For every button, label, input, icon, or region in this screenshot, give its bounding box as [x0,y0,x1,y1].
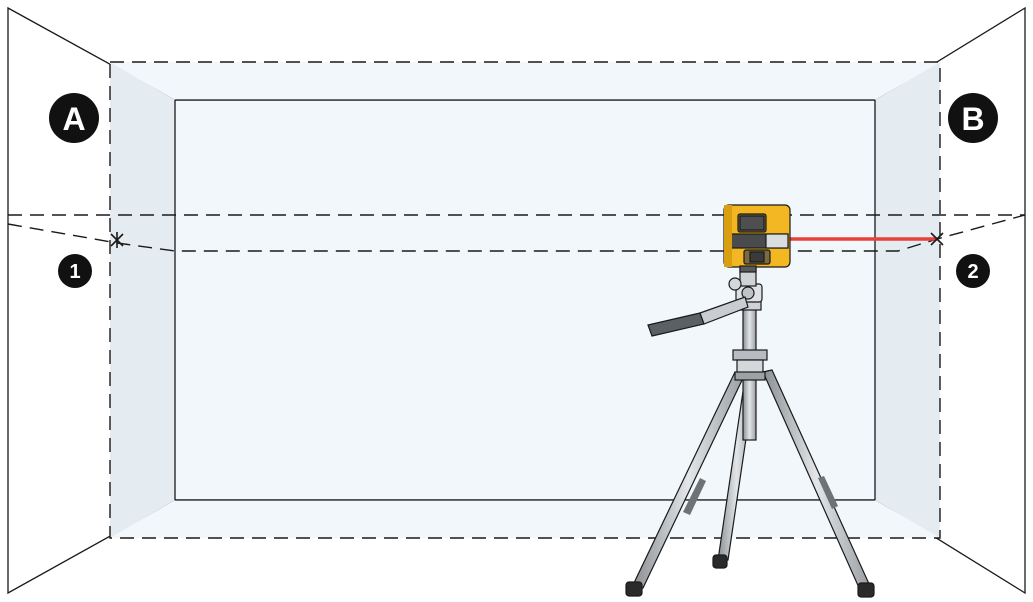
dashed-rectangle [109,61,941,539]
left-wall-shade [110,62,175,538]
laser-level-icon [723,204,791,273]
level-line [7,214,1026,252]
mark-1-label: 1 [69,261,80,283]
wall-b-label: B [961,101,984,137]
dashed-reference-lines [7,61,1026,539]
tripod-icon [625,267,875,598]
x-mark-icon [110,232,124,248]
mark-1-badge: 1 [58,254,92,288]
x-mark-icon [930,232,944,246]
ceiling [110,62,940,100]
right-wall-shade [875,62,940,538]
wall-b-badge: B [948,93,998,143]
mark-2-label: 2 [967,261,978,283]
wall-a-label: A [62,101,85,137]
floor [110,500,940,538]
mark-2-badge: 2 [956,254,990,288]
room [7,6,1026,595]
back-wall [174,99,876,501]
wall-a-badge: A [49,93,99,143]
